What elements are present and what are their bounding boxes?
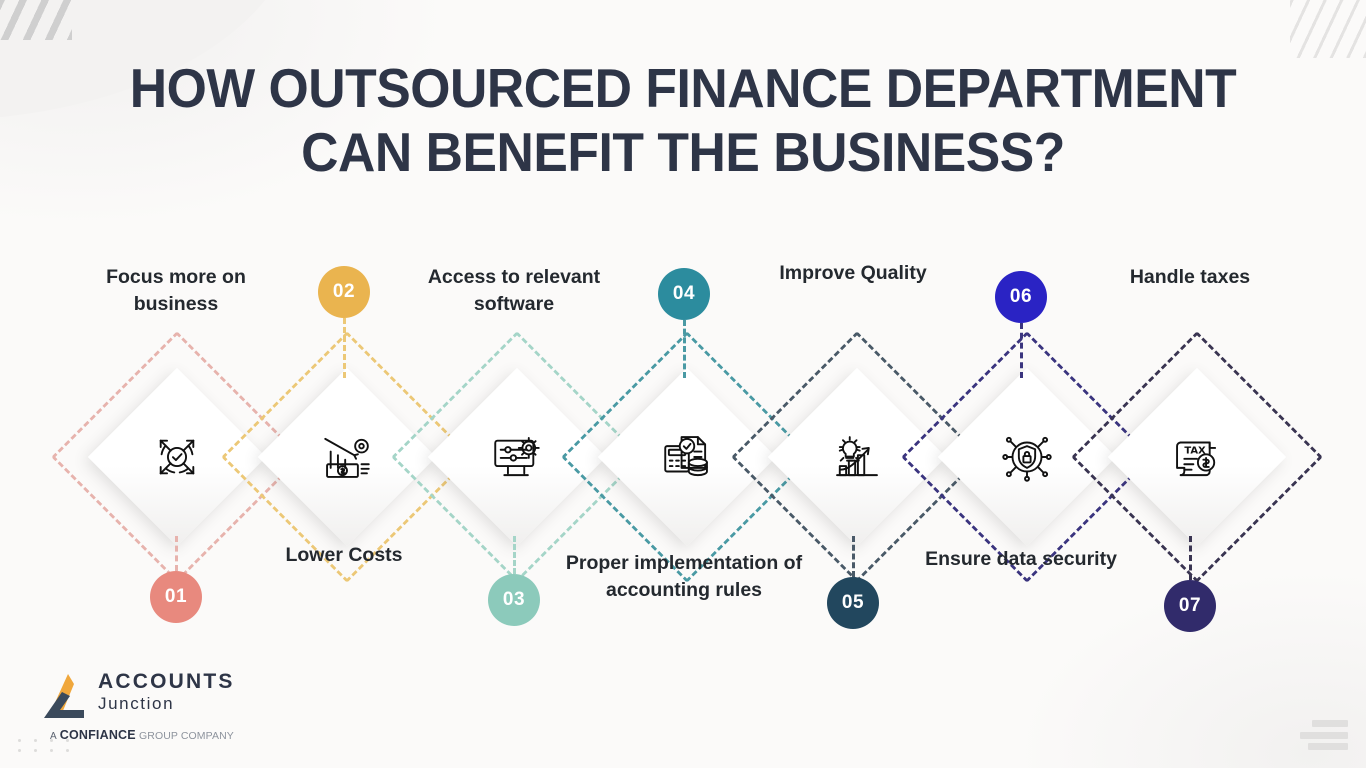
step-badge-06[interactable]: 06 bbox=[995, 271, 1047, 323]
step-label-02: Lower Costs bbox=[285, 544, 403, 566]
corner-bars-bottom-right-icon bbox=[1300, 720, 1348, 750]
page-title-line-2: CAN BENEFIT THE BUSINESS? bbox=[301, 121, 1065, 183]
page-title: HOW OUTSOURCED FINANCE DEPARTMENT CAN BE… bbox=[41, 56, 1325, 184]
step-connector-line bbox=[175, 536, 178, 571]
step-connector-line bbox=[1189, 536, 1192, 580]
step-badge-04[interactable]: 04 bbox=[658, 268, 710, 320]
calculator-document-coins-icon bbox=[598, 368, 776, 546]
brand-logo: ACCOUNTS Junction A CONFIANCE GROUP COMP… bbox=[38, 668, 268, 752]
step-label-04: Proper implementation of accounting rule… bbox=[565, 552, 803, 601]
step-label-07: Handle taxes bbox=[1129, 266, 1251, 288]
steps-row: TAX bbox=[51, 331, 1323, 583]
step-connector-line bbox=[683, 320, 686, 378]
step-connector-line bbox=[513, 536, 516, 574]
logo-name-top: ACCOUNTS bbox=[98, 670, 235, 693]
logo-mark-icon bbox=[38, 672, 90, 720]
step-badge-01[interactable]: 01 bbox=[150, 571, 202, 623]
svg-text:TAX: TAX bbox=[1184, 445, 1206, 456]
logo-tagline-brand: CONFIANCE bbox=[59, 728, 136, 742]
step-node-01[interactable] bbox=[51, 331, 303, 583]
corner-slashes-top-left-icon bbox=[0, 0, 72, 40]
logo-tagline: A CONFIANCE GROUP COMPANY bbox=[50, 728, 234, 742]
declining-chart-money-icon bbox=[258, 368, 436, 546]
step-node-06[interactable] bbox=[901, 331, 1153, 583]
step-node-04[interactable] bbox=[561, 331, 813, 583]
step-badge-07[interactable]: 07 bbox=[1164, 580, 1216, 632]
corner-lines-top-right-icon bbox=[1290, 0, 1366, 58]
step-label-06: Ensure data security bbox=[925, 548, 1117, 570]
step-node-02[interactable] bbox=[221, 331, 473, 583]
step-label-01: Focus more on business bbox=[106, 266, 246, 315]
lightbulb-growth-chart-icon bbox=[768, 368, 946, 546]
step-badge-05[interactable]: 05 bbox=[827, 577, 879, 629]
step-connector-line bbox=[1020, 323, 1023, 378]
logo-wordmark: ACCOUNTS Junction bbox=[98, 670, 235, 714]
step-label-03: Access to relevant software bbox=[427, 266, 601, 315]
step-node-03[interactable] bbox=[391, 331, 643, 583]
step-label-05: Improve Quality bbox=[779, 262, 927, 284]
shield-lock-network-icon bbox=[938, 368, 1116, 546]
step-badge-02[interactable]: 02 bbox=[318, 266, 370, 318]
logo-tagline-suffix: GROUP COMPANY bbox=[139, 730, 234, 742]
step-connector-line bbox=[343, 318, 346, 378]
tax-document-dollar-icon: TAX bbox=[1108, 368, 1286, 546]
step-node-05[interactable] bbox=[731, 331, 983, 583]
logo-name-bottom: Junction bbox=[98, 694, 175, 713]
corner-dots-bottom-left-icon bbox=[18, 739, 75, 752]
step-node-07[interactable]: TAX bbox=[1071, 331, 1323, 583]
focus-target-check-icon bbox=[88, 368, 266, 546]
page-title-line-1: HOW OUTSOURCED FINANCE DEPARTMENT bbox=[129, 57, 1237, 119]
logo-tagline-prefix: A bbox=[50, 731, 57, 742]
step-badge-03[interactable]: 03 bbox=[488, 574, 540, 626]
step-connector-line bbox=[852, 536, 855, 577]
monitor-gear-settings-icon bbox=[428, 368, 606, 546]
